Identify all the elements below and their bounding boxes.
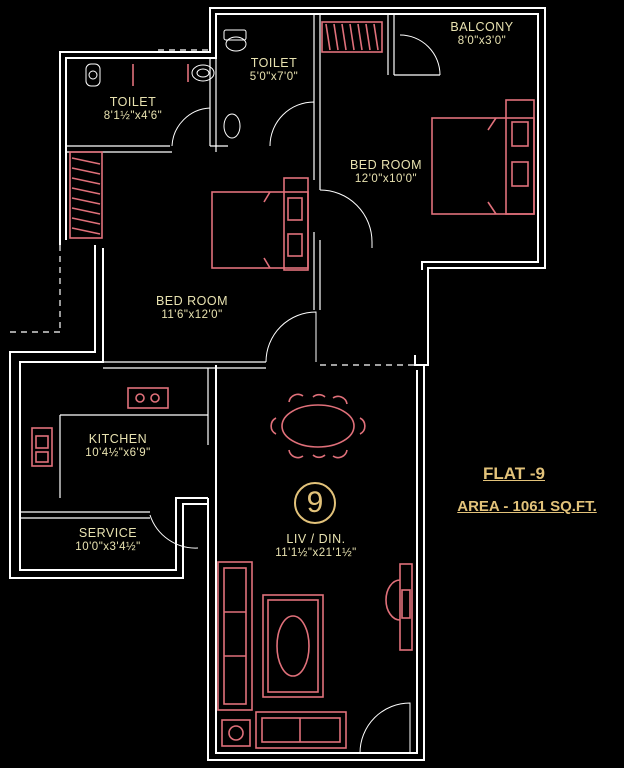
bed-2 xyxy=(211,177,309,271)
kitchen-fixtures xyxy=(31,387,169,467)
room-size: 10'4½"x6'9" xyxy=(85,447,151,459)
room-name: BALCONY xyxy=(450,20,514,34)
room-size: 8'1½"x4'6" xyxy=(103,110,163,122)
bedroom-2-door xyxy=(265,311,317,363)
doors xyxy=(149,34,441,754)
inner-walls xyxy=(10,7,440,590)
rug xyxy=(262,594,324,698)
toilet-1-door xyxy=(171,107,211,147)
room-label-living: LIV / DIN. 11'1½"x21'1½" xyxy=(275,532,357,560)
flat-area: AREA - 1061 SQ.FT. xyxy=(457,498,597,515)
balcony-door xyxy=(399,34,441,76)
room-name: BED ROOM xyxy=(155,294,229,308)
room-name: TOILET xyxy=(250,56,298,70)
room-label-service: SERVICE 10'0"x3'4½" xyxy=(75,526,140,554)
service-door xyxy=(149,514,199,549)
room-size: 11'1½"x21'1½" xyxy=(275,547,357,559)
sofa-set xyxy=(217,561,347,749)
main-door xyxy=(359,702,411,754)
room-size: 8'0"x3'0" xyxy=(457,35,507,47)
room-label-bedroom-2: BED ROOM 11'6"x12'0" xyxy=(156,294,228,322)
room-label-bedroom-1: BED ROOM 12'0"x10'0" xyxy=(350,158,422,186)
room-name: SERVICE xyxy=(78,526,138,540)
bed-1 xyxy=(431,99,535,215)
room-size: 12'0"x10'0" xyxy=(354,173,418,185)
room-label-toilet-1: TOILET 8'1½"x4'6" xyxy=(104,95,162,123)
room-size: 5'0"x7'0" xyxy=(249,71,299,83)
tv-unit xyxy=(385,563,413,651)
room-label-kitchen: KITCHEN 10'4½"x6'9" xyxy=(85,432,150,460)
flat-title: FLAT -9 xyxy=(482,464,546,483)
dining-table xyxy=(270,393,366,459)
wardrobes xyxy=(69,21,383,239)
room-size: 10'0"x3'4½" xyxy=(75,541,141,553)
toilet-1-fixtures xyxy=(85,63,215,87)
room-name: BED ROOM xyxy=(349,158,423,172)
toilet-2-door xyxy=(269,101,315,147)
room-name: KITCHEN xyxy=(88,432,148,446)
room-name: LIV / DIN. xyxy=(286,532,346,546)
room-name: TOILET xyxy=(109,95,157,109)
bedroom-1-door xyxy=(319,189,373,248)
toilet-2-fixtures xyxy=(223,29,247,139)
flat-number-badge: 9 xyxy=(294,482,336,524)
room-label-toilet-2: TOILET 5'0"x7'0" xyxy=(250,56,298,84)
room-label-balcony: BALCONY 8'0"x3'0" xyxy=(450,20,513,48)
room-size: 11'6"x12'0" xyxy=(161,309,223,321)
